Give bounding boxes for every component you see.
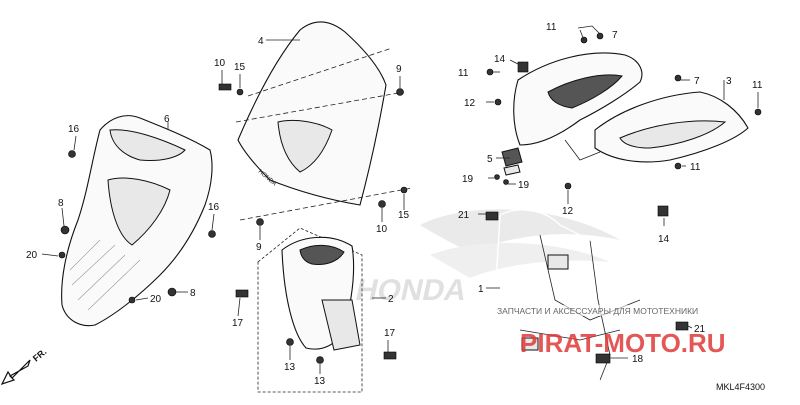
callout-11a: 11 bbox=[546, 22, 557, 33]
watermark-line: ЗАПЧАСТИ И АКСЕССУАРЫ ДЛЯ МОТОТЕХНИКИ bbox=[497, 306, 698, 316]
callout-3: 3 bbox=[726, 76, 732, 87]
callout-15b: 15 bbox=[398, 210, 410, 221]
callout-labels: 1 2 3 4 5 6 7 7 8 8 9 9 10 10 11 11 11 1… bbox=[26, 22, 763, 387]
bolt-16-right bbox=[208, 230, 216, 238]
callout-18: 18 bbox=[632, 354, 644, 365]
callout-10a: 10 bbox=[214, 58, 226, 69]
grommet-9-top bbox=[396, 88, 404, 96]
callout-17a: 17 bbox=[232, 318, 244, 329]
callout-6: 6 bbox=[164, 114, 170, 125]
screw-20-left bbox=[58, 251, 66, 259]
background-honda-logo: HONDA bbox=[353, 209, 620, 307]
callout-21b: 21 bbox=[694, 324, 706, 335]
clip-7-a bbox=[596, 32, 604, 40]
bolt-18 bbox=[595, 353, 611, 364]
callout-13a: 13 bbox=[284, 362, 296, 373]
bolt-10-top bbox=[218, 83, 232, 91]
grommet-9-bottom bbox=[256, 218, 264, 226]
nut-13-left bbox=[286, 338, 294, 346]
bolt-16-left bbox=[68, 150, 76, 158]
callout-16a: 16 bbox=[68, 124, 80, 135]
callout-11d: 11 bbox=[690, 162, 701, 173]
screw-19-b bbox=[503, 179, 509, 185]
clip-14-a bbox=[517, 61, 529, 73]
bolt-21-left bbox=[485, 211, 499, 221]
front-label: FR. bbox=[31, 347, 49, 364]
callout-2: 2 bbox=[388, 294, 394, 305]
callout-12b: 12 bbox=[562, 206, 574, 217]
callout-11c: 11 bbox=[752, 80, 763, 91]
screw-20-right bbox=[128, 296, 136, 304]
windshield-part-4: HONDA bbox=[235, 21, 413, 221]
bg-brand-text: HONDA bbox=[353, 274, 470, 307]
callout-17b: 17 bbox=[384, 328, 396, 339]
callout-20b: 20 bbox=[150, 294, 162, 305]
callout-7a: 7 bbox=[612, 30, 618, 41]
callout-19b: 19 bbox=[518, 180, 530, 191]
bolt-8-right bbox=[167, 287, 177, 297]
callout-1: 1 bbox=[478, 284, 484, 295]
callout-16b: 16 bbox=[208, 202, 220, 213]
bolt-17-right bbox=[383, 351, 397, 360]
diagram-code: MKL4F4300 bbox=[716, 382, 765, 392]
callout-7b: 7 bbox=[694, 76, 700, 87]
callout-5: 5 bbox=[487, 154, 493, 165]
callout-4: 4 bbox=[258, 36, 264, 47]
bolt-17-left bbox=[235, 289, 249, 298]
bolt-10-bottom bbox=[378, 200, 386, 208]
callout-9a: 9 bbox=[396, 64, 402, 75]
callout-14a: 14 bbox=[494, 54, 506, 65]
callout-8a: 8 bbox=[58, 198, 64, 209]
fasteners bbox=[58, 32, 762, 364]
screw-19-a bbox=[494, 174, 500, 180]
front-arrow-icon bbox=[0, 359, 31, 386]
callout-19a: 19 bbox=[462, 174, 474, 185]
callout-9b: 9 bbox=[256, 242, 262, 253]
top-panel-part-3 bbox=[513, 52, 749, 163]
callout-20a: 20 bbox=[26, 250, 38, 261]
callout-15a: 15 bbox=[234, 62, 246, 73]
bolt-12-a bbox=[494, 98, 502, 106]
callout-12a: 12 bbox=[464, 98, 476, 109]
washer-15-top bbox=[236, 88, 244, 96]
nut-13-right bbox=[316, 356, 324, 364]
callout-14b: 14 bbox=[658, 234, 670, 245]
callout-10b: 10 bbox=[376, 224, 388, 235]
washer-15-bottom bbox=[400, 186, 408, 194]
bracket-part-5 bbox=[501, 147, 523, 176]
clip-14-b bbox=[657, 205, 669, 217]
callout-8b: 8 bbox=[190, 288, 196, 299]
leader-lines bbox=[41, 25, 759, 374]
watermark-overlay: ЗАПЧАСТИ И АКСЕССУАРЫ ДЛЯ МОТОТЕХНИКИ PI… bbox=[495, 305, 750, 358]
watermark-brand: PIRAT-MOTO.RU bbox=[520, 328, 726, 358]
lower-cover-part-2 bbox=[257, 227, 363, 393]
callout-11b: 11 bbox=[458, 68, 469, 79]
clip-7-b bbox=[674, 74, 682, 82]
screw-11-c bbox=[754, 108, 762, 116]
bolt-12-b bbox=[564, 182, 572, 190]
front-direction-indicator: FR. bbox=[0, 347, 49, 386]
bolt-8-left bbox=[60, 225, 70, 235]
callout-21a: 21 bbox=[458, 210, 470, 221]
screw-11-d bbox=[674, 162, 682, 170]
callout-13b: 13 bbox=[314, 376, 326, 387]
inner-panel-part-6 bbox=[61, 115, 213, 327]
